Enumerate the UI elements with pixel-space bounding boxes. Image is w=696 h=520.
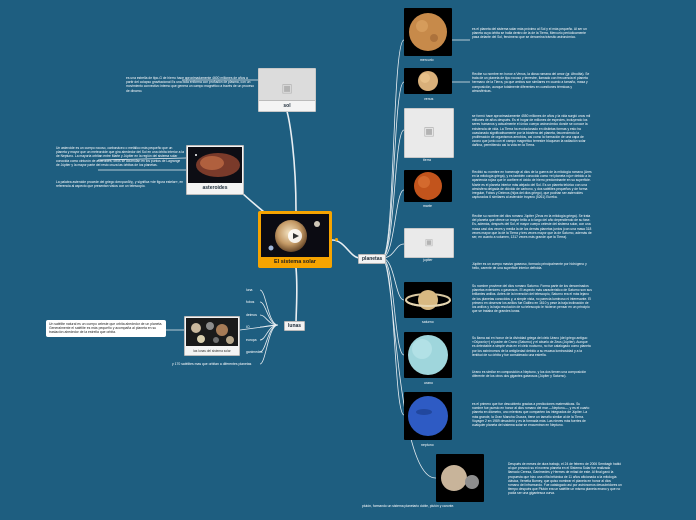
solar-system-video[interactable]: [261, 214, 329, 257]
fobos-item[interactable]: fobos: [246, 300, 255, 304]
venus-description: Recibe su nombre en honor a Venus, la di…: [472, 72, 590, 93]
ganimedes-item[interactable]: ganimedes: [246, 350, 263, 354]
tierra-image[interactable]: ▣: [404, 108, 454, 158]
asteroides-description: Un asteroide es un cuerpo rocoso, carbon…: [56, 146, 184, 167]
pluton-history: Después de meses de dura trabajo, el 24 …: [508, 462, 622, 496]
asteroides-label: asteroides: [202, 185, 228, 191]
jupiter-label: jupiter: [423, 258, 433, 262]
lunas-node[interactable]: lunas: [284, 321, 306, 331]
asteroides-node[interactable]: asteroides: [186, 145, 244, 195]
lunas-image-node[interactable]: las lunas del sistema solar: [184, 316, 240, 356]
mercurio-label: mercurio: [420, 58, 434, 62]
venus-planet: [418, 71, 438, 91]
saturno-planet: [405, 290, 451, 310]
pluton-image[interactable]: [436, 454, 484, 502]
expand-dot-icon[interactable]: [335, 238, 338, 241]
saturno-label: saturno: [422, 320, 434, 324]
other-moons-item[interactable]: y 170 satélites mas que orbitan a difere…: [172, 362, 252, 366]
jupiter-image[interactable]: ▣: [404, 228, 454, 258]
deimos-item[interactable]: deimos: [246, 313, 257, 317]
marte-image[interactable]: [404, 170, 452, 202]
tierra-description: se formó hace aproximadamente 4550 millo…: [472, 114, 591, 148]
central-title: El sistema solar: [274, 259, 316, 265]
urano-composition: Urano es similar en composición a Neptun…: [472, 370, 587, 379]
camera-icon: ▣: [424, 236, 434, 247]
saturno-image[interactable]: [404, 282, 452, 318]
planetas-node[interactable]: planetas: [358, 254, 387, 264]
mercurio-image[interactable]: [404, 8, 452, 56]
central-node[interactable]: El sistema solar: [258, 211, 332, 268]
urano-image[interactable]: [404, 332, 452, 378]
marte-planet: [414, 172, 442, 200]
neptuno-planet: [408, 396, 448, 436]
mercurio-planet: [409, 13, 447, 51]
play-icon[interactable]: [288, 229, 302, 243]
marte-description: Recibió su nombre en homenaje al dios de…: [472, 170, 592, 200]
io-item[interactable]: IO: [246, 325, 250, 329]
neptuno-image[interactable]: [404, 392, 452, 440]
asteroid-image: [188, 147, 242, 183]
urano-description: Su llama así en honor de la divinidad gr…: [472, 336, 591, 357]
luna-item[interactable]: luna: [246, 288, 253, 292]
sol-node[interactable]: ▣ sol: [258, 68, 316, 112]
europa-item[interactable]: europa: [246, 338, 257, 342]
sol-label: sol: [259, 100, 315, 111]
moons-image: [186, 318, 238, 346]
neptuno-label: neptuno: [421, 443, 434, 447]
pluton-description: plutón, formando un sistema planetario d…: [362, 504, 455, 508]
venus-label: venus: [424, 97, 434, 101]
sol-description: es una estrella de tipo-G de hierro hace…: [126, 76, 254, 93]
pluton-planet: [441, 465, 479, 491]
marte-label: marte: [423, 204, 432, 208]
saturno-description: Su nombre proviene del dios romano Satur…: [472, 284, 592, 314]
tierra-label: tierra: [423, 158, 431, 162]
jupiter-description: Recibe su nombre del dios romano Júpiter…: [472, 214, 592, 240]
lunas-caption: las lunas del sistema solar: [193, 349, 231, 353]
neptuno-description: es el primero que fue descubierto gracia…: [472, 402, 590, 428]
lunas-callout: Un satélite natural es un cuerpo celeste…: [46, 320, 166, 337]
urano-label: urano: [424, 381, 433, 385]
venus-image[interactable]: [404, 68, 452, 94]
asteroides-etymology: La palabra asteroide procede del griego …: [56, 180, 184, 189]
urano-planet: [408, 335, 448, 375]
jupiter-composition: Júpiter es un cuerpo masivo gaseoso, for…: [472, 262, 587, 271]
mercurio-description: es el planeta del sistema solar más próx…: [472, 27, 587, 40]
camera-icon: ▣: [423, 123, 435, 138]
camera-icon: ▣: [281, 80, 293, 95]
